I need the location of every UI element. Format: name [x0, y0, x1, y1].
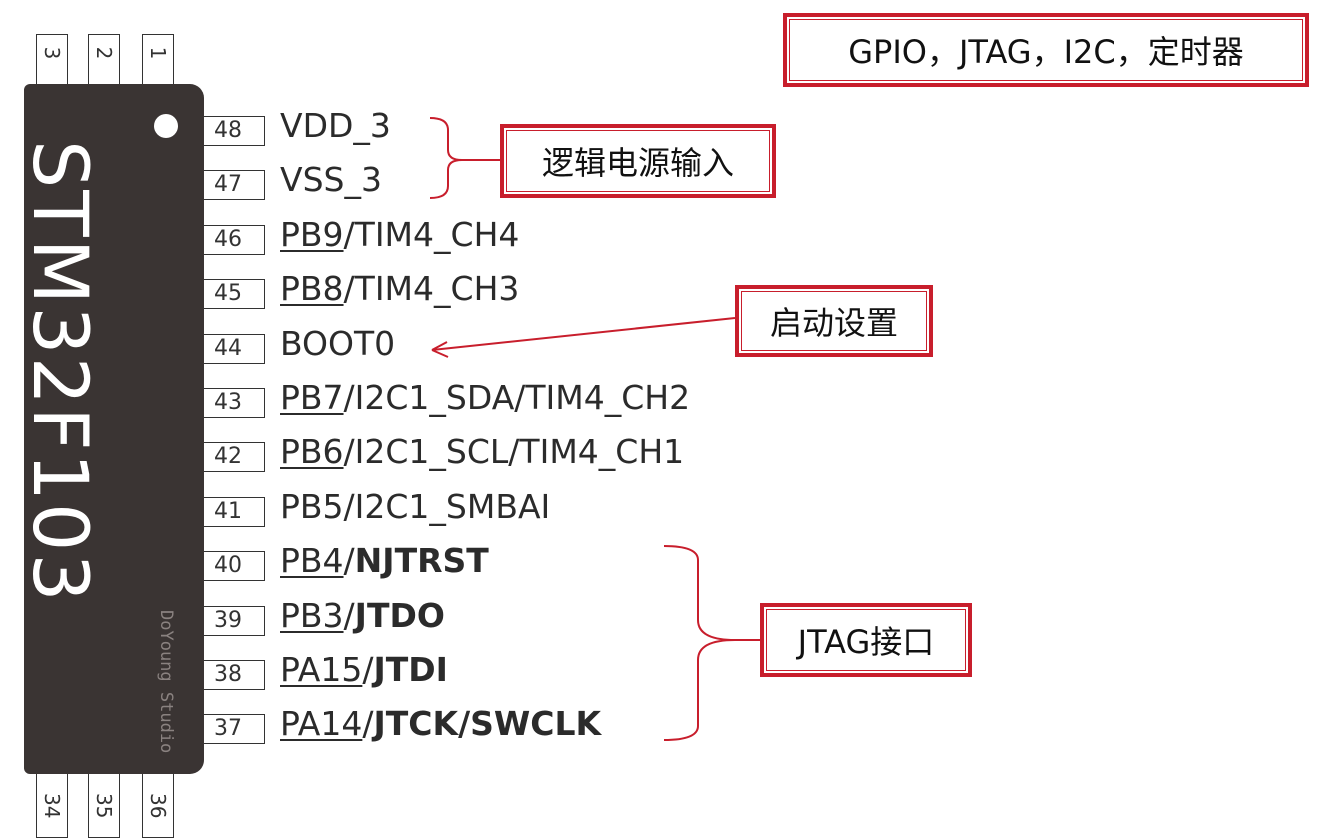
pin-label-part: PA15	[280, 650, 363, 689]
pin-48: 48	[204, 116, 265, 146]
header-annotation-text: GPIO，JTAG，I2C，定时器	[848, 33, 1244, 71]
pin-38: 38	[204, 660, 265, 690]
jtag-brace	[663, 545, 736, 741]
boot-annotation: 启动设置	[735, 285, 933, 357]
pin-label-part: /I2C1_SCL/TIM4_CH1	[343, 432, 685, 471]
pin-label-part: NJTRST	[354, 541, 489, 580]
pin-label-part: /	[343, 596, 355, 635]
pin-label-part: JTCK/SWCLK	[373, 704, 602, 743]
power-annotation-text: 逻辑电源输入	[541, 144, 734, 182]
pin-label: PB3/JTDO	[280, 596, 445, 635]
pin-label-part: VDD_3	[280, 106, 391, 145]
boot-arrow-head	[431, 341, 449, 358]
top-pin: 3	[36, 34, 68, 85]
chip-name: STM32F103	[16, 140, 105, 604]
pin-number: 43	[214, 390, 242, 415]
power-annotation: 逻辑电源输入	[500, 124, 776, 198]
boot-arrow-line	[431, 317, 736, 351]
pin-label: PB7/I2C1_SDA/TIM4_CH2	[280, 378, 690, 417]
pin1-marker-dot	[154, 114, 178, 138]
pin-label: PA15/JTDI	[280, 650, 448, 689]
pin-42: 42	[204, 442, 265, 472]
pin-label: VSS_3	[280, 160, 382, 199]
pin-label-part: PB3	[280, 596, 344, 635]
pin-label-part: PA14	[280, 704, 363, 743]
pin-label-part: PB7	[280, 378, 344, 417]
chip-body	[24, 84, 204, 774]
pin-label: PB9/TIM4_CH4	[280, 215, 519, 254]
pin-39: 39	[204, 606, 265, 636]
pin-label-part: /	[343, 541, 355, 580]
pin-number: 47	[214, 172, 242, 197]
pin-label-part: JTDO	[354, 596, 445, 635]
pin-number: 39	[214, 608, 242, 633]
chip-brand: DoYoung Studio	[156, 610, 176, 754]
pin-label: PB6/I2C1_SCL/TIM4_CH1	[280, 432, 684, 471]
pin-44: 44	[204, 334, 265, 364]
pin-46: 46	[204, 225, 265, 255]
pin-label-part: VSS_3	[280, 160, 382, 199]
pin-41: 41	[204, 497, 265, 527]
pin-number: 42	[214, 444, 242, 469]
top-pin: 1	[142, 34, 174, 85]
pin-number: 48	[214, 118, 242, 143]
pin-label-part: PB9	[280, 215, 344, 254]
pin-47: 47	[204, 170, 265, 200]
pin-label-part: PB8	[280, 269, 344, 308]
pin-number: 45	[214, 281, 242, 306]
boot-annotation-text: 启动设置	[769, 304, 898, 342]
pin-label: PB5/I2C1_SMBAI	[280, 487, 550, 526]
pin-label-part: /	[362, 704, 374, 743]
pin-label-part: PB5/I2C1_SMBAI	[280, 487, 551, 526]
pin-label: PB8/TIM4_CH3	[280, 269, 519, 308]
pin-number: 44	[214, 336, 242, 361]
pin-label-part: /TIM4_CH3	[343, 269, 520, 308]
pin-label: PB4/NJTRST	[280, 541, 489, 580]
pin-number: 40	[214, 553, 242, 578]
pin-label: VDD_3	[280, 106, 391, 145]
header-annotation: GPIO，JTAG，I2C，定时器	[783, 13, 1309, 87]
pin-label-part: JTDI	[373, 650, 448, 689]
pin-label-part: /TIM4_CH4	[343, 215, 520, 254]
pin-number: 41	[214, 499, 242, 524]
pin-label-part: PB6	[280, 432, 344, 471]
pin-label-part: BOOT0	[280, 324, 396, 363]
pin-40: 40	[204, 551, 265, 581]
jtag-annotation-text: JTAG接口	[797, 623, 935, 661]
bottom-pin: 36	[142, 774, 174, 838]
pin-43: 43	[204, 388, 265, 418]
pin-number: 46	[214, 227, 242, 252]
pin-label: BOOT0	[280, 324, 395, 363]
top-pin: 2	[88, 34, 120, 85]
pin-label-part: /	[362, 650, 374, 689]
pin-label-part: PB4	[280, 541, 344, 580]
jtag-annotation: JTAG接口	[760, 603, 972, 677]
pin-45: 45	[204, 279, 265, 309]
power-brace	[429, 117, 463, 199]
pin-label-part: /I2C1_SDA/TIM4_CH2	[343, 378, 691, 417]
pin-number: 37	[214, 716, 242, 741]
pin-number: 38	[214, 662, 242, 687]
pin-37: 37	[204, 714, 265, 744]
pin-label: PA14/JTCK/SWCLK	[280, 704, 601, 743]
